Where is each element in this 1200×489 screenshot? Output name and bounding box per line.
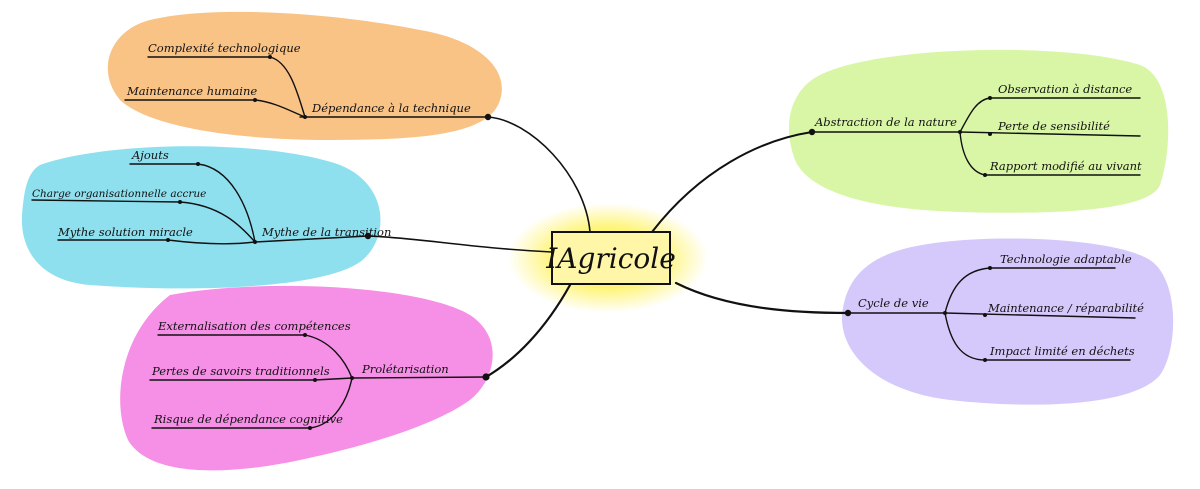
abstraction-blob	[788, 49, 1169, 213]
transition-leaf-2: Charge organisationnelle accrue	[32, 188, 206, 200]
center-box	[551, 231, 671, 285]
cycle-leaf-1: Technologie adaptable	[1000, 252, 1132, 266]
cycle-leaf-2: Maintenance / réparabilité	[987, 301, 1144, 315]
center-label: IAgricole	[545, 242, 676, 275]
proletarisation-leaf-3: Risque de dépendance cognitive	[153, 412, 343, 426]
connector-abstraction	[651, 131, 813, 233]
proletarisation-leaf-1: Externalisation des compétences	[157, 319, 351, 333]
cycle-blob	[841, 238, 1174, 405]
technique-blob	[107, 11, 502, 140]
cycle-label: Cycle de vie	[858, 296, 929, 310]
abstraction-leaf-1: Observation à distance	[998, 82, 1132, 96]
connector-transition	[367, 235, 553, 253]
technique-leaf-2: Maintenance humaine	[126, 84, 257, 98]
cycle-leaf-3: Impact limité en déchets	[989, 344, 1135, 358]
transition-leaf-1: Ajouts	[131, 148, 169, 162]
transition-leaf-3: Mythe solution miracle	[57, 225, 193, 239]
technique-label: Dépendance à la technique	[311, 101, 471, 115]
transition-label: Mythe de la transition	[261, 225, 391, 239]
node-dots	[166, 55, 992, 430]
abstraction-leaf-2: Perte de sensibilité	[997, 119, 1110, 133]
abstraction-label: Abstraction de la nature	[814, 115, 957, 129]
technique-leaf-1: Complexité technologique	[148, 41, 301, 55]
transition-blob	[21, 146, 381, 289]
abstraction-leaf-3: Rapport modifié au vivant	[989, 159, 1142, 173]
proletarisation-blob	[120, 285, 493, 471]
proletarisation-leaf-2: Pertes de savoirs traditionnels	[151, 364, 330, 378]
connector-cycle	[674, 281, 850, 315]
connector-technique	[487, 116, 591, 233]
proletarisation-label: Prolétarisation	[361, 362, 449, 376]
connectors	[367, 116, 850, 379]
connector-proletarisation	[484, 283, 572, 379]
